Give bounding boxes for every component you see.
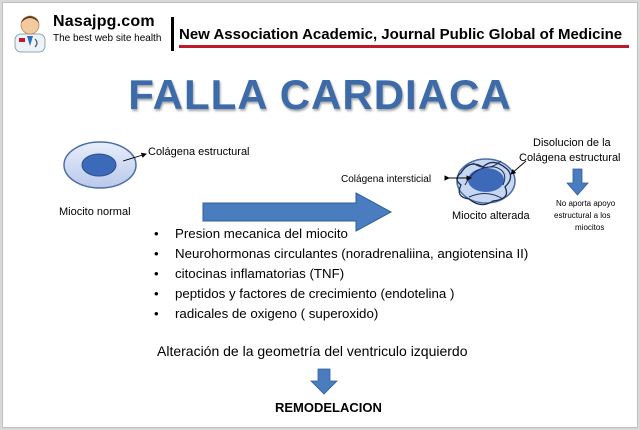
- header-divider: [171, 17, 174, 51]
- ventricle-alteration-text: Alteración de la geometría del ventricul…: [157, 343, 468, 359]
- collagen-structural-label: Colágena estructural: [148, 146, 250, 158]
- no-support-line1: No aporta apoyo: [556, 199, 616, 208]
- down-arrow-remodel: [310, 368, 338, 395]
- cause-item: peptidos y factores de crecimiento (endo…: [153, 284, 528, 304]
- cause-item: Presion mecanica del miocito: [153, 224, 528, 244]
- normal-myocyte-label: Miocito normal: [59, 206, 131, 218]
- slide-title: FALLA CARDIACA: [128, 71, 512, 118]
- cause-item: Neurohormonas circulantes (noradrenaliin…: [153, 244, 528, 264]
- dissolution-label-line2: Colágena estructural: [519, 152, 621, 164]
- dissolution-pointer: [510, 160, 527, 175]
- altered-myocyte-label: Miocito alterada: [452, 210, 530, 222]
- normal-myocyte: [63, 141, 137, 189]
- cause-item: radicales de oxigeno ( superoxido): [153, 304, 528, 324]
- site-tagline: The best web site health: [53, 33, 162, 44]
- dissolution-label-line1: Disolucion de la: [533, 137, 611, 149]
- main-arrow: [202, 192, 393, 232]
- journal-name: New Association Academic, Journal Public…: [179, 26, 623, 43]
- site-name: Nasajpg.com: [53, 13, 155, 30]
- causes-list: Presion mecanica del miocito Neurohormon…: [153, 224, 528, 324]
- cause-item: citocinas inflamatorias (TNF): [153, 264, 528, 284]
- collagen-structural-pointer: [122, 152, 147, 162]
- altered-myocyte: [456, 158, 516, 206]
- heart-failure-diagram: [63, 141, 589, 395]
- down-arrow-small: [566, 168, 589, 196]
- no-support-line2: estructural a los: [554, 211, 611, 220]
- doctor-avatar-icon: [14, 15, 46, 53]
- remodeling-text: REMODELACION: [275, 400, 382, 415]
- journal-underline: [179, 45, 629, 48]
- no-support-line3: miocitos: [575, 223, 605, 232]
- collagen-interstitial-label: Colágena intersticial: [341, 174, 432, 185]
